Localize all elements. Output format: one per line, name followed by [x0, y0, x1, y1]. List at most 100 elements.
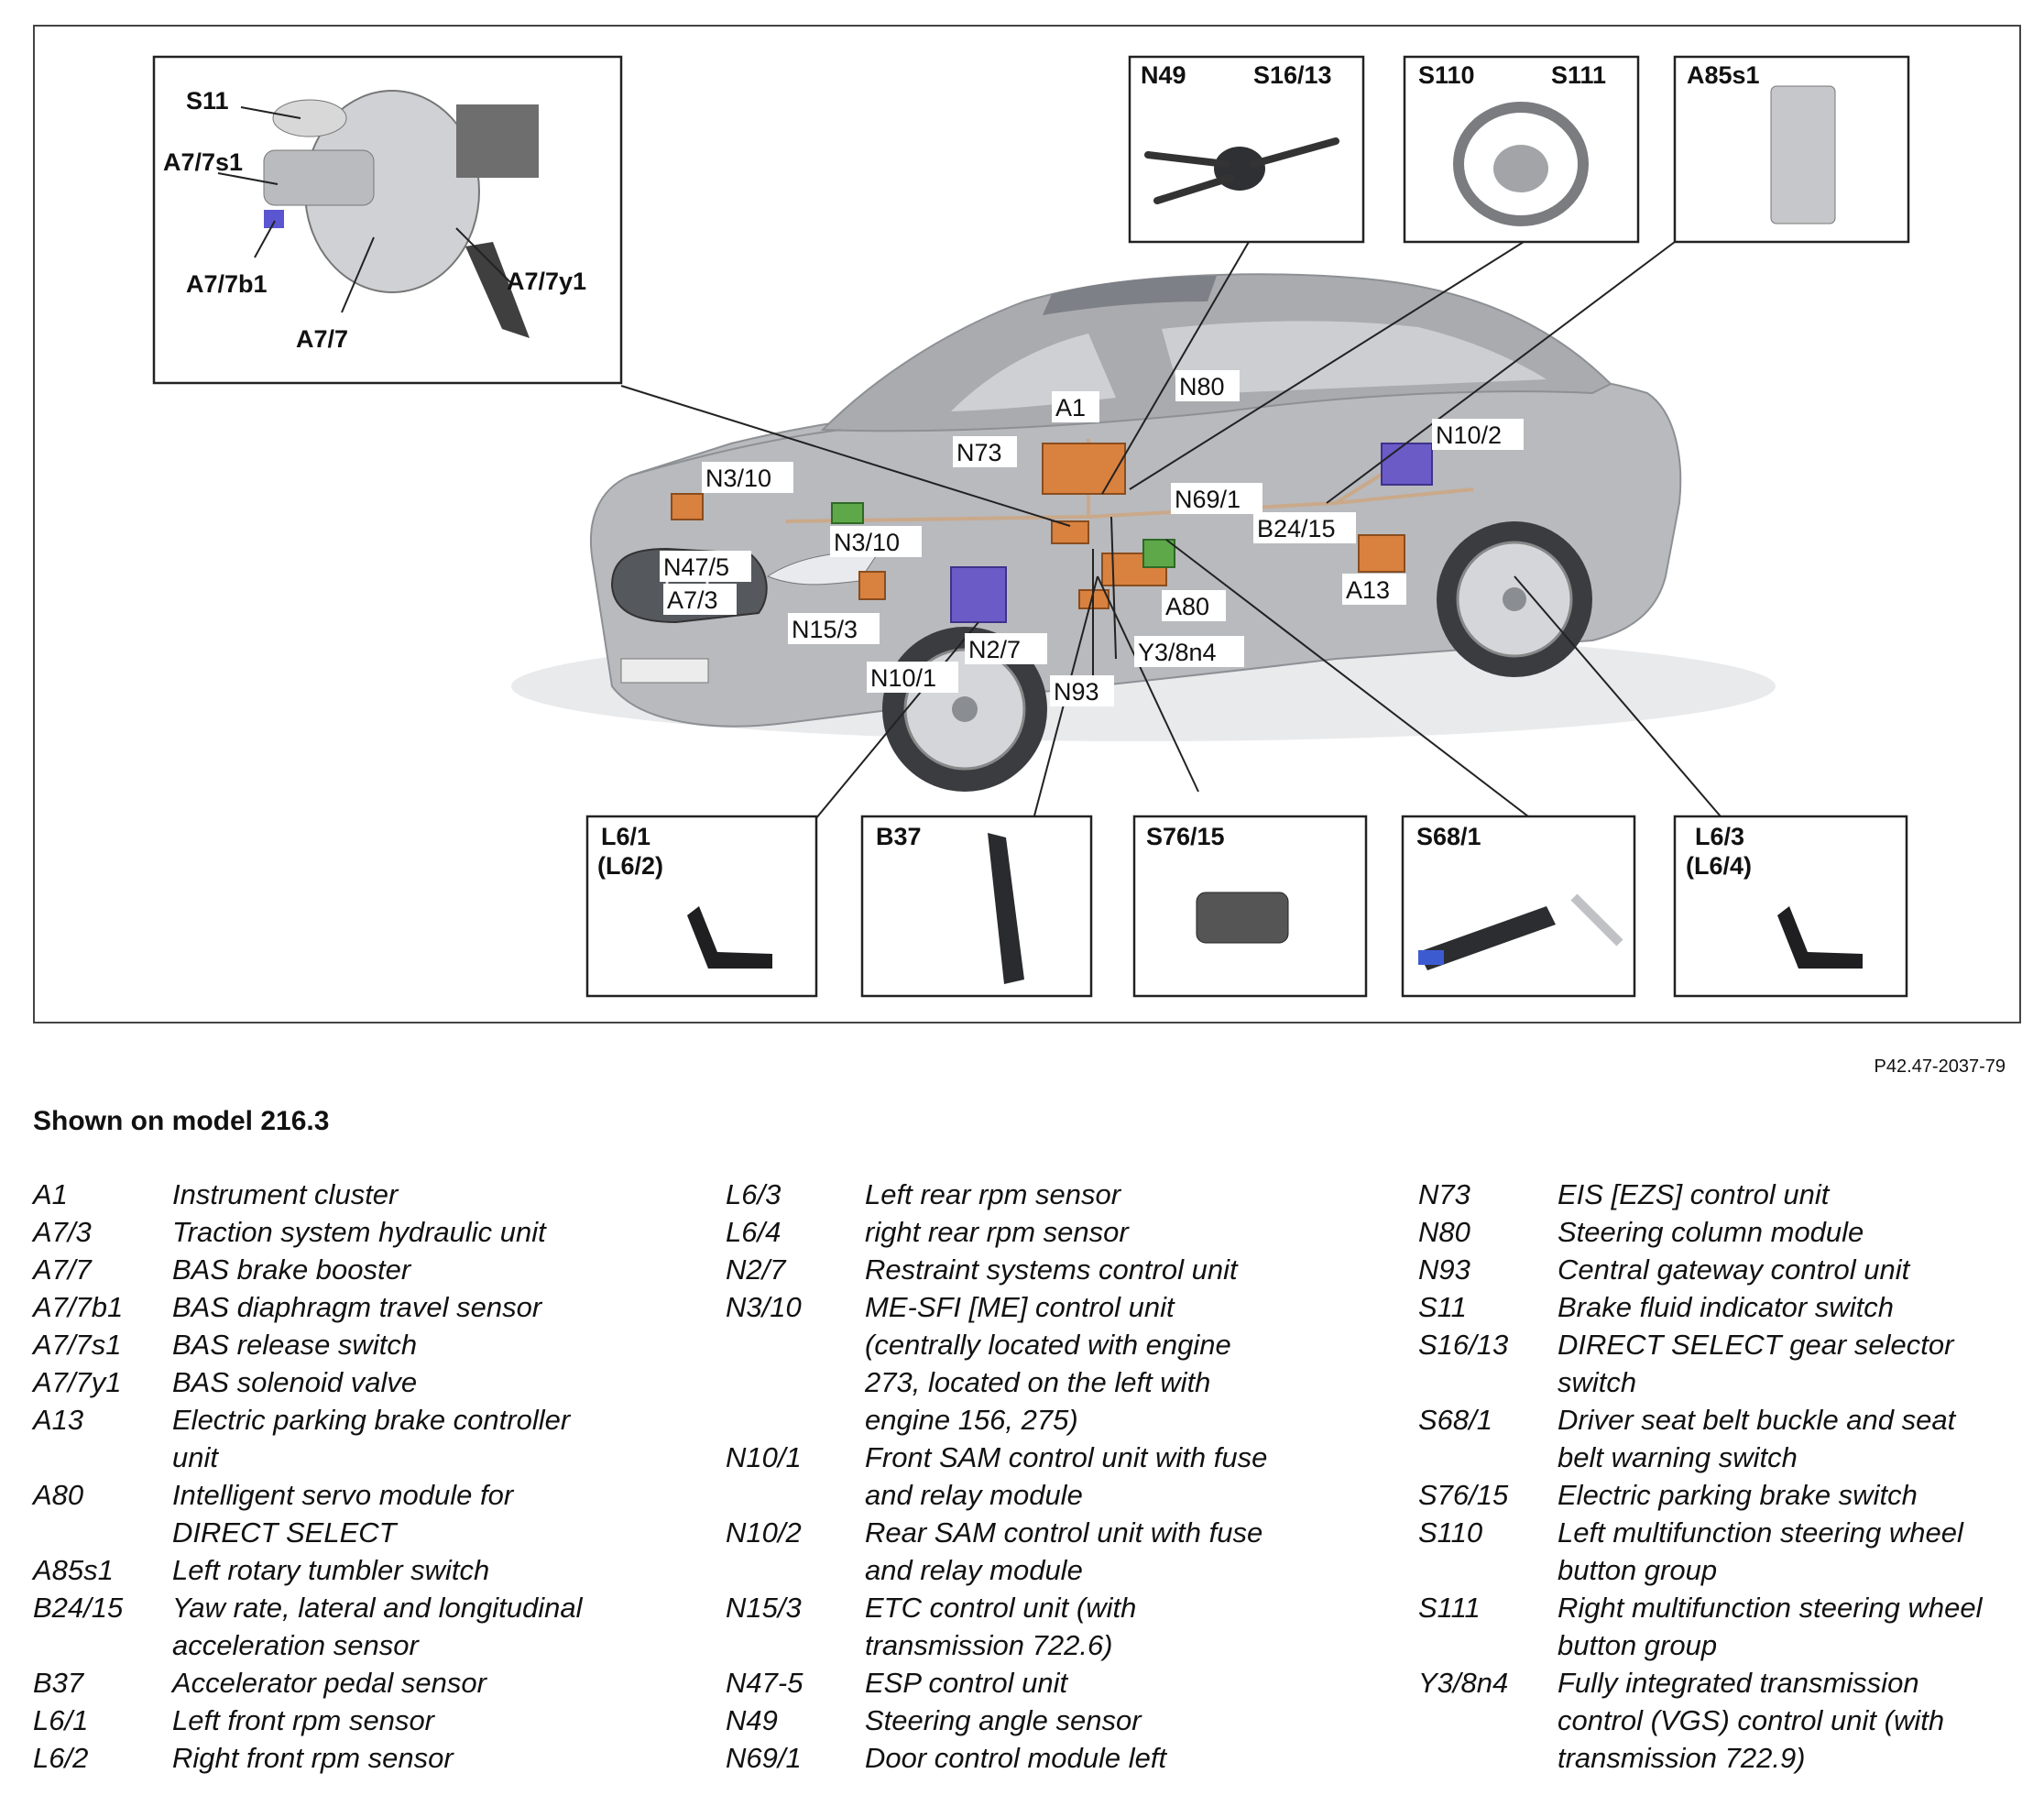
legend-code: N47-5	[726, 1667, 803, 1699]
legend-entry: N69/1 Door control module left	[726, 1739, 1358, 1777]
legend-description: Left rear rpm sensor	[865, 1176, 1358, 1213]
legend-description: Right front rpm sensor	[172, 1739, 665, 1777]
legend-code: N10/1	[726, 1441, 802, 1473]
legend-code: N73	[1418, 1178, 1470, 1210]
rpm-sensor-part	[687, 906, 772, 969]
legend-code: N80	[1418, 1216, 1470, 1248]
legend-code: S68/1	[1418, 1404, 1493, 1436]
car-window-rear	[1162, 321, 1547, 395]
module-n3-10	[831, 502, 864, 524]
fluid-reservoir	[272, 99, 347, 137]
legend-code: N49	[726, 1704, 778, 1736]
legend-description-line: Electric parking brake switch	[1558, 1479, 1918, 1511]
label-n3-10-mid: N3/10	[834, 529, 900, 556]
legend-code: N15/3	[726, 1592, 802, 1624]
legend-entry: L6/2 Right front rpm sensor	[33, 1739, 665, 1777]
legend-description-line: (centrally located with engine	[865, 1329, 1231, 1361]
legend-code: N69/1	[726, 1742, 802, 1774]
steering-wheel-hub	[1493, 145, 1548, 192]
legend-code: A7/7	[33, 1253, 92, 1286]
inset-rear-rpm-sensor: L6/3 (L6/4)	[1673, 815, 1908, 998]
brake-inset-labels: S11 A7/7s1 A7/7b1 A7/7 A7/7y1	[163, 87, 586, 353]
legend-entry: N80 Steering column module	[1418, 1213, 2044, 1251]
legend-description-line: Yaw rate, lateral and longitudinal	[172, 1592, 583, 1624]
label-l6-2: (L6/2)	[597, 852, 663, 880]
label-a80: A80	[1165, 593, 1209, 620]
legend-description-line: Steering angle sensor	[865, 1704, 1142, 1736]
legend-description: Accelerator pedal sensor	[172, 1664, 665, 1702]
legend-description: Traction system hydraulic unit	[172, 1213, 665, 1251]
legend-description-line: belt warning switch	[1558, 1441, 1798, 1473]
label-a7-7s1: A7/7s1	[163, 148, 243, 176]
module-n47-5	[671, 493, 704, 520]
legend-description-line: Left rear rpm sensor	[865, 1178, 1121, 1210]
legend-code: S11	[1418, 1291, 1467, 1323]
legend-code: A80	[33, 1479, 84, 1511]
legend-description-line: ETC control unit (with	[865, 1592, 1137, 1624]
car-sunroof	[1043, 276, 1217, 315]
pedal-bracket	[456, 104, 539, 178]
legend-description-line: Left rotary tumbler switch	[172, 1554, 490, 1586]
car-callouts: N3/10 N73 A1 N80 N10/2 N69/1 B24/15 N3/1…	[660, 370, 1524, 706]
legend-description: Brake fluid indicator switch	[1558, 1288, 2044, 1326]
label-a1: A1	[1055, 394, 1086, 421]
legend-code: N93	[1418, 1253, 1470, 1286]
legend-description-line: Traction system hydraulic unit	[172, 1216, 546, 1248]
belt-buckle-part	[1418, 906, 1556, 970]
legend-description: ME-SFI [ME] control unit (centrally locat…	[865, 1288, 1358, 1439]
module-n10-1	[950, 566, 1007, 623]
legend-description-line: Door control module left	[865, 1742, 1167, 1774]
legend-description: Steering column module	[1558, 1213, 2044, 1251]
legend-description-line: Restraint systems control unit	[865, 1253, 1238, 1286]
legend-code: L6/2	[33, 1742, 89, 1774]
legend-description: Restraint systems control unit	[865, 1251, 1358, 1288]
legend-description-line: and relay module	[865, 1554, 1083, 1586]
label-s16-13: S16/13	[1253, 61, 1332, 89]
legend-description: right rear rpm sensor	[865, 1213, 1358, 1251]
legend-description-line: Electric parking brake controller	[172, 1404, 571, 1436]
legend-code: Y3/8n4	[1418, 1667, 1509, 1699]
rear-rpm-sensor-part	[1777, 906, 1863, 969]
figure-reference-code: P42.47-2037-79	[1874, 1056, 2006, 1077]
legend-code: N3/10	[726, 1291, 802, 1323]
legend-description-line: ME-SFI [ME] control unit	[865, 1291, 1175, 1323]
legend-description-line: Left front rpm sensor	[172, 1704, 435, 1736]
legend-description-line: right rear rpm sensor	[865, 1216, 1129, 1248]
legend-description-line: acceleration sensor	[172, 1629, 419, 1661]
label-s76-15: S76/15	[1146, 823, 1225, 850]
legend-description-line: Left multifunction steering wheel	[1558, 1516, 1963, 1549]
legend-description-line: BAS release switch	[172, 1329, 418, 1361]
label-n47-5: N47/5	[663, 553, 729, 581]
parking-switch-part	[1196, 892, 1289, 944]
legend-description-line: control (VGS) control unit (with	[1558, 1704, 1945, 1736]
label-s11: S11	[186, 87, 229, 115]
legend-description-line: Right multifunction steering wheel	[1558, 1592, 1983, 1624]
column-stalks	[1144, 137, 1339, 204]
legend-description-line: switch	[1558, 1366, 1637, 1398]
rear-wheel	[1437, 521, 1592, 677]
legend-code: S110	[1418, 1516, 1483, 1549]
module-a1	[1042, 443, 1126, 495]
legend-code: A1	[33, 1178, 68, 1210]
label-n69-1: N69/1	[1175, 486, 1241, 513]
legend-description-line: Accelerator pedal sensor	[172, 1667, 486, 1699]
